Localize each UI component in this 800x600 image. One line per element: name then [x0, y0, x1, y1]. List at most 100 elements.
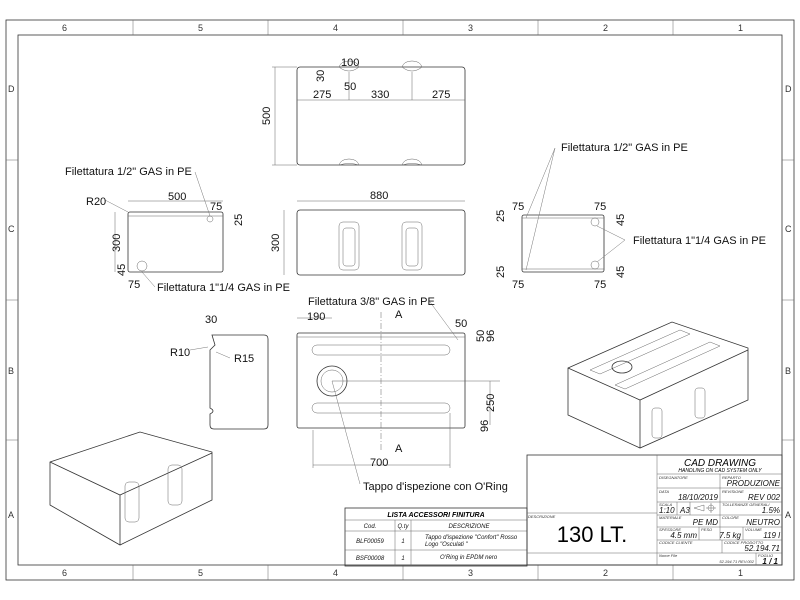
label-data: DATA — [659, 489, 669, 494]
product-code-value: 52.194.71 — [744, 544, 780, 553]
scale-value: 1:10 — [659, 506, 675, 515]
dimension-75: 75 — [128, 279, 140, 291]
label-nome-file: Nome File — [659, 553, 678, 558]
accessories-title: LISTA ACCESSORI FINITURA — [387, 512, 484, 519]
zone-label: 4 — [333, 568, 338, 578]
dimension-190: 190 — [307, 311, 325, 323]
dimension-96: 96 — [479, 420, 491, 432]
volume-value: 119 l — [763, 531, 780, 540]
reparto-value: PRODUZIONE — [727, 479, 781, 488]
tolerance-value: 1.5% — [762, 506, 780, 515]
dimension-75: 75 — [594, 279, 606, 291]
zone-label: C — [785, 224, 792, 234]
zone-label: 1 — [738, 23, 743, 33]
weight-value: 7.5 kg — [719, 531, 741, 540]
cell-qty: 1 — [401, 539, 404, 545]
dimension-50: 50 — [344, 81, 356, 93]
dimension-880: 880 — [370, 190, 388, 202]
dimension-75: 75 — [512, 279, 524, 291]
dimension-r20: R20 — [86, 196, 106, 208]
frame-column-labels-bottom: 6 5 4 3 2 1 — [62, 568, 743, 578]
dimension-30: 30 — [205, 314, 217, 326]
zone-label: B — [8, 366, 14, 376]
cell-qty: 1 — [401, 556, 404, 562]
zone-label: 2 — [603, 568, 608, 578]
isometric-view-bottom — [49, 431, 213, 546]
note-thread-1-1-4-gas: Filettatura 1"1/4 GAS in PE — [157, 282, 290, 294]
zone-label: 6 — [62, 568, 67, 578]
cell-code: BSF00008 — [356, 556, 385, 562]
note-thread-3-8-gas: Filettatura 3/8" GAS in PE — [308, 296, 435, 308]
dimension-50: 50 — [455, 318, 467, 330]
dimension-250: 250 — [485, 394, 497, 412]
note-inspection-cap: Tappo d'ispezione con O'Ring — [363, 481, 508, 493]
label-foglio: FOGLIO — [758, 553, 773, 558]
format-value: A3 — [679, 506, 690, 515]
label-codice-prodotto: CODICE PRODOTTO — [724, 540, 763, 545]
zone-label: A — [785, 510, 791, 520]
frame-column-labels-top: 6 5 4 3 2 1 — [62, 23, 743, 33]
dimension-75: 75 — [512, 201, 524, 213]
dimension-75: 75 — [210, 201, 222, 213]
dimension-500: 500 — [168, 191, 186, 203]
dimension-330: 330 — [371, 89, 389, 101]
plan-view: Filettatura 3/8" GAS in PE 190 A A 50 50… — [296, 296, 508, 493]
front-view: 880 300 — [270, 190, 466, 276]
dimension-r15: R15 — [234, 353, 254, 365]
dimension-45: 45 — [615, 266, 627, 278]
dimension-45: 45 — [116, 264, 128, 276]
dimension-45: 45 — [615, 214, 627, 226]
dimension-96: 96 — [485, 330, 497, 342]
dimension-25: 25 — [495, 266, 507, 278]
zone-label: A — [8, 510, 14, 520]
table-row: BLF00059 1 Tappo d'ispezione "Confort" R… — [356, 535, 518, 548]
zone-label: 1 — [738, 568, 743, 578]
section-marker-a: A — [395, 309, 403, 321]
label-materiale: MATERIALE — [659, 515, 682, 520]
zone-label: D — [8, 84, 15, 94]
dimension-25: 25 — [233, 214, 245, 226]
sheet-value: 1 / 1 — [762, 557, 778, 566]
left-side-view: Filettatura 1/2" GAS in PE R20 500 75 25… — [65, 166, 290, 294]
frame-zone-ticks — [6, 20, 794, 580]
zone-label: B — [785, 366, 791, 376]
projection-symbol-icon — [693, 503, 716, 513]
file-name-value: 52.194.71 REV.002 — [719, 559, 754, 564]
dimension-r10: R10 — [170, 347, 190, 359]
column-header-code: Cod. — [364, 524, 377, 530]
color-value: NEUTRO — [746, 518, 780, 527]
table-row: BSF00008 1 O'Ring in EPDM nero — [356, 555, 498, 562]
label-revisione: REVISIONE — [722, 489, 744, 494]
accessories-table: LISTA ACCESSORI FINITURA Cod. Q.ty DESCR… — [344, 507, 528, 567]
label-volume: VOLUME — [745, 527, 762, 532]
dimension-30: 30 — [315, 70, 327, 82]
label-codice-cliente: CODICE CLIENTE — [659, 540, 693, 545]
description-value: 130 LT. — [557, 522, 628, 547]
frame-row-labels: D C B A D C B A — [8, 84, 792, 520]
label-scala: SCALA — [659, 502, 672, 507]
subtitle-handling: HANDLING ON CAD SYSTEM ONLY — [678, 468, 762, 474]
title-cad-drawing: CAD DRAWING — [684, 458, 756, 469]
note-thread-1-2-gas: Filettatura 1/2" GAS in PE — [65, 166, 192, 178]
zone-label: 5 — [198, 23, 203, 33]
dimension-25: 25 — [495, 210, 507, 222]
zone-label: 2 — [603, 23, 608, 33]
dimension-100: 100 — [341, 57, 359, 69]
note-thread-1-2-gas: Filettatura 1/2" GAS in PE — [561, 142, 688, 154]
label-spessore: SPESSORE — [659, 527, 681, 532]
dimension-50: 50 — [475, 330, 487, 342]
dimension-700: 700 — [370, 457, 388, 469]
zone-label: 3 — [468, 568, 473, 578]
zone-label: 4 — [333, 23, 338, 33]
dimension-75: 75 — [594, 201, 606, 213]
zone-label: C — [8, 224, 15, 234]
zone-label: 5 — [198, 568, 203, 578]
zone-label: D — [785, 84, 792, 94]
isometric-view-top — [567, 321, 749, 449]
cell-description: Tappo d'ispezione "Confort" Rosso — [425, 535, 518, 541]
dimension-500: 500 — [261, 107, 273, 125]
thickness-value: 4.5 mm — [670, 531, 697, 540]
zone-label: 6 — [62, 23, 67, 33]
dimension-275: 275 — [313, 89, 331, 101]
